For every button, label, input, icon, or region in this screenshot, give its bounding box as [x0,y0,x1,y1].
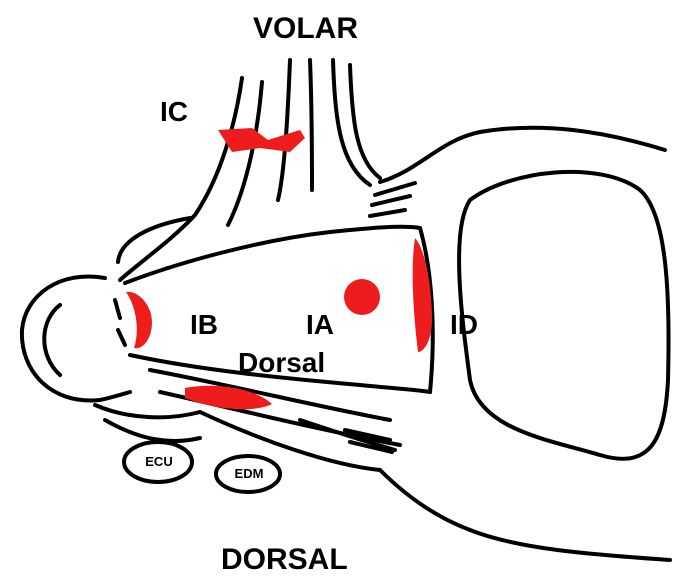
id-label: ID [450,311,478,339]
ic-label: IC [160,98,188,126]
dorsal-zone-label: Dorsal [238,349,325,377]
ia-label: IA [306,311,334,339]
hatch-2 [372,196,410,205]
disc-upper-edge [125,227,420,283]
volar-stalk-right2 [350,65,380,178]
volar-label: VOLAR [253,14,358,44]
dorsal-title-label: DORSAL [221,545,348,575]
lesion-dorsal [185,386,272,410]
lesion-id [413,238,432,352]
lesion-ib [126,292,152,348]
ib-label: IB [190,311,218,339]
lesion-ia [344,279,380,315]
volar-stalk-mid2 [310,60,312,190]
dash-2 [118,330,125,345]
carpal-bottom-outer [380,470,670,560]
carpal-inner [459,172,669,459]
edm-label: EDM [228,467,270,480]
hatch-1 [375,183,415,195]
volar-stalk-left-inner [228,82,262,225]
styloid-lower [95,405,200,417]
lesion-ic [218,128,305,152]
ulna-head-inner [44,305,60,375]
ecu-label: ECU [138,455,180,468]
hatch-3 [370,210,405,216]
carpal-outline-outer [380,128,665,182]
ulna-shaft-bottom [105,420,200,441]
styloid-top [118,218,190,262]
volar-stalk-mid [278,60,290,200]
dorsal-strand-3 [300,420,395,450]
dash-1 [115,300,120,318]
ulna-head [22,277,130,401]
